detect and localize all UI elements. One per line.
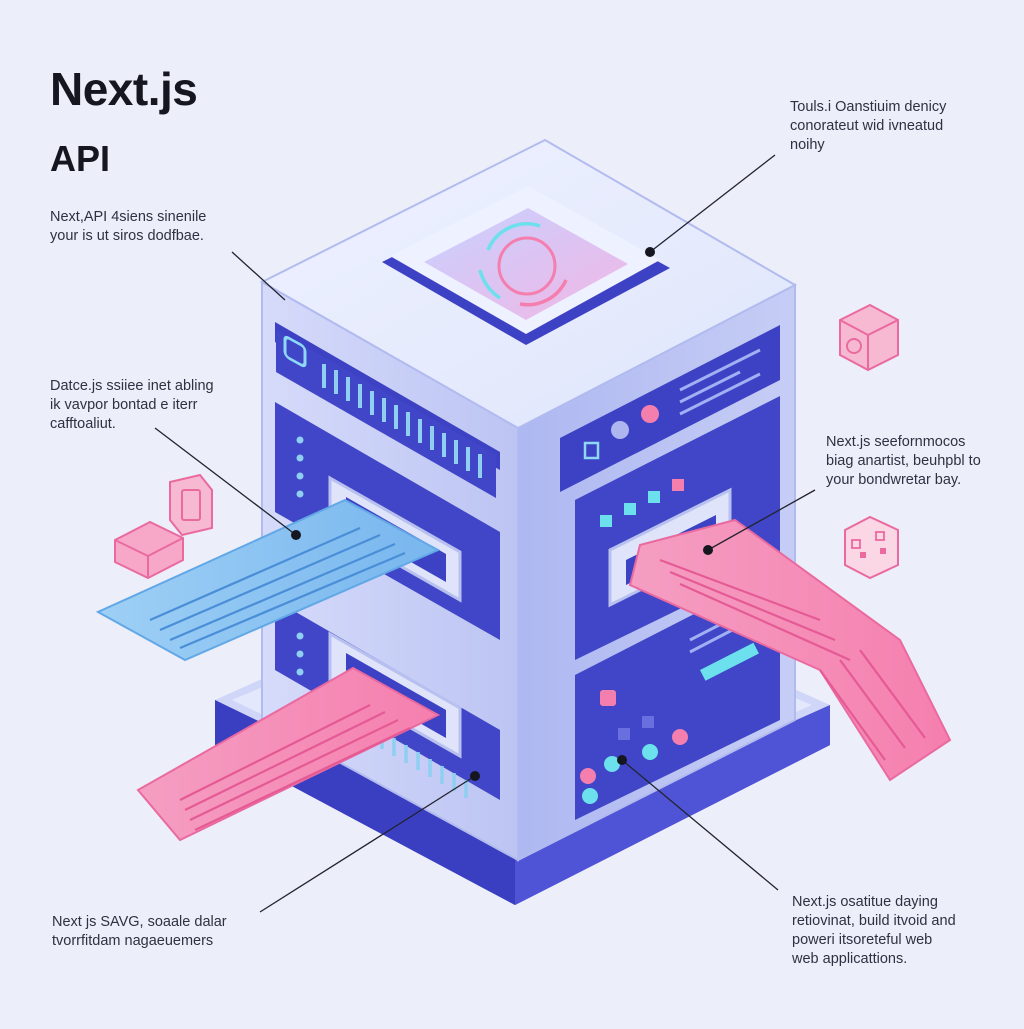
server-top	[259, 138, 798, 430]
leader-lines	[154, 154, 816, 913]
page-title: Next.js	[50, 63, 198, 115]
callout-line: retiovinat, build itvoid and	[792, 913, 956, 929]
callout-line: poweri itsoreteful web	[792, 932, 933, 948]
callout-bottom-left: Next js SAVG, soaale dalar tvorrfitdam n…	[52, 913, 227, 951]
ring-arc	[486, 222, 541, 251]
callout-line: Datce.js ssiiee inet abling	[50, 378, 214, 394]
callout-line: cafftoaliut.	[50, 416, 116, 432]
callout-line: your bondwretar bay.	[826, 472, 962, 488]
callout-line: Touls.i Oanstiuim denicy	[790, 99, 947, 115]
callout-line: Next,API 4siens sinenile	[50, 209, 207, 225]
callout-line: Next js SAVG, soaale dalar	[52, 914, 227, 930]
qr-icon	[844, 515, 899, 580]
callout-mid-left: Datce.js ssiiee inet abling ik vavpor bo…	[50, 377, 214, 434]
leader-dots	[291, 247, 713, 781]
callout-line: your is ut siros dodfbae.	[50, 228, 204, 244]
pink-data-ribbon-right	[628, 518, 952, 782]
callout-line: conorateut wid ivneatud	[790, 118, 944, 134]
callout-line: web applicattions.	[792, 951, 908, 967]
callout-line: Next.js osatitue daying	[792, 894, 938, 910]
gear-icon	[839, 303, 899, 372]
callout-line: ik vavpor bontad e iterr	[50, 397, 198, 413]
document-icon	[169, 473, 213, 537]
callout-bottom-right: Next.js osatitue daying retiovinat, buil…	[792, 893, 956, 969]
callout-line: tvorrfitdam nagaeuemers	[52, 933, 214, 949]
callout-line: biag anartist, beuhpbl to	[826, 453, 981, 469]
callout-mid-right: Next.js seefornmocos biag anartist, beuh…	[826, 433, 981, 490]
callout-top-left: Next,API 4siens sinenile your is ut siro…	[50, 208, 206, 246]
page-subtitle: API	[50, 138, 111, 179]
blue-data-ribbon	[95, 498, 441, 662]
cube-icon	[114, 520, 184, 580]
callout-top-right: Touls.i Oanstiuim denicy conorateut wid …	[790, 98, 946, 155]
pink-data-ribbon-left	[136, 666, 441, 842]
callout-line: Next.js seefornmocos	[826, 434, 966, 450]
callout-line: noihy	[790, 137, 825, 153]
vent-stripes	[322, 364, 482, 478]
